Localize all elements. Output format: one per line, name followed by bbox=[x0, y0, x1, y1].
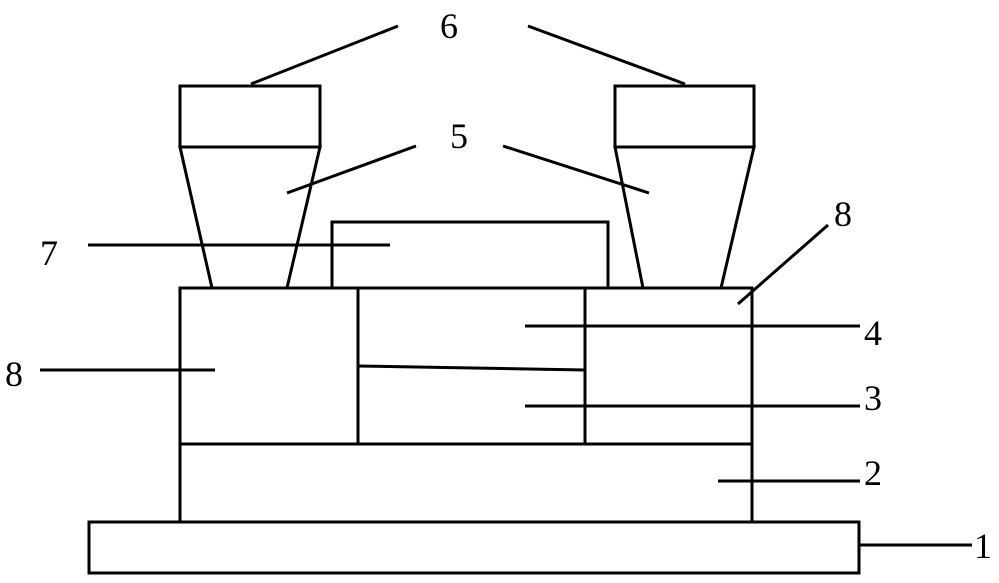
label-8-right: 8 bbox=[834, 194, 852, 234]
label-4: 4 bbox=[864, 313, 882, 353]
gate-electrode-7 bbox=[332, 222, 608, 288]
right-electrode-5 bbox=[615, 147, 754, 288]
substrate-layer-1 bbox=[89, 522, 859, 573]
left-cap-6 bbox=[180, 86, 320, 147]
layer-3-4-interface bbox=[358, 366, 585, 370]
left-electrode-5 bbox=[180, 147, 320, 288]
leader-line-8-right bbox=[738, 225, 828, 304]
label-1: 1 bbox=[974, 526, 992, 566]
label-5: 5 bbox=[450, 116, 468, 156]
leader-line-5-left bbox=[287, 146, 416, 193]
right-cap-6 bbox=[615, 86, 754, 147]
label-8-left: 8 bbox=[5, 354, 23, 394]
leader-line-6-right bbox=[528, 26, 685, 84]
leader-line-5-right bbox=[503, 146, 649, 193]
leader-line-6-left bbox=[251, 26, 398, 84]
label-3: 3 bbox=[864, 378, 882, 418]
label-2: 2 bbox=[864, 453, 882, 493]
label-7: 7 bbox=[40, 233, 58, 273]
label-6: 6 bbox=[440, 6, 458, 46]
